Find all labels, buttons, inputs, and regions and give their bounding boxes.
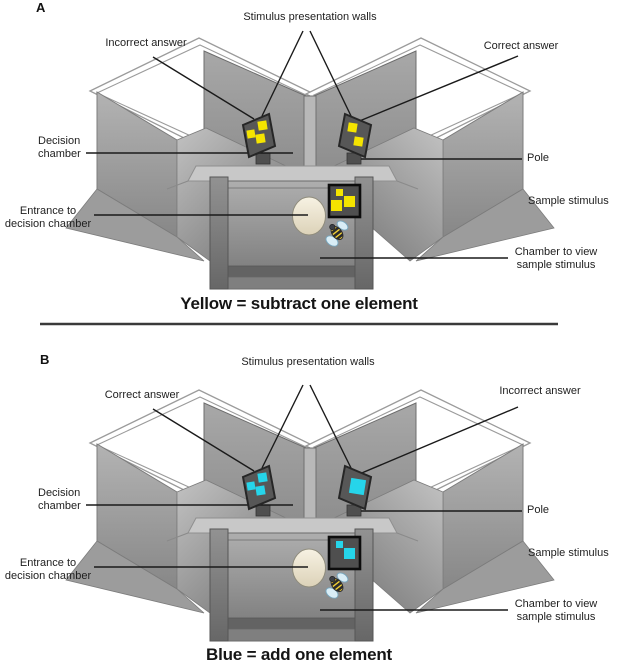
stimulus-square [255, 133, 266, 144]
panel-b-callout-lines [86, 384, 522, 611]
label-pole-b: Pole [527, 504, 550, 516]
panel-a-callout-lines [86, 30, 522, 259]
caption-a: Yellow = subtract one element [180, 294, 418, 313]
decision-card-right [337, 464, 373, 511]
label-incorrect-answer-a: Incorrect answer [105, 37, 187, 49]
panel-label-a: A [36, 0, 46, 15]
label-decision-chamber-a: Decision chamber [38, 135, 81, 160]
stimulus-square [246, 481, 256, 491]
panel-label-b: B [40, 352, 50, 367]
stimulus-square [257, 120, 268, 131]
label-correct-answer-b: Correct answer [104, 389, 180, 401]
stimulus-square [344, 548, 355, 559]
label-entrance-b: Entrance to decision chamber [4, 557, 92, 582]
label-entrance-a: Entrance to decision chamber [4, 205, 92, 230]
label-view-chamber-a: Chamber to view sample stimulus [514, 246, 598, 271]
sample-stimulus-card [327, 535, 362, 571]
stimulus-square [344, 196, 355, 207]
stimulus-square [255, 485, 266, 496]
label-decision-chamber-b: Decision chamber [38, 487, 81, 512]
label-incorrect-answer-b: Incorrect answer [499, 385, 581, 397]
panel-b-apparatus [65, 384, 555, 642]
stimulus-square [336, 189, 343, 196]
stimulus-square [257, 472, 268, 483]
label-stimulus-walls-b: Stimulus presentation walls [241, 356, 375, 368]
stimulus-square [331, 200, 342, 211]
label-stimulus-walls-a: Stimulus presentation walls [243, 11, 377, 23]
label-pole-a: Pole [527, 152, 550, 164]
label-sample-stimulus-b: Sample stimulus [528, 547, 609, 559]
label-correct-answer-a: Correct answer [483, 40, 559, 52]
caption-b: Blue = add one element [206, 645, 392, 664]
stimulus-square [246, 129, 256, 139]
decision-card-left [241, 112, 277, 159]
sample-stimulus-card [327, 183, 362, 219]
stimulus-square [353, 136, 364, 147]
label-sample-stimulus-a: Sample stimulus [528, 195, 609, 207]
label-view-chamber-b: Chamber to view sample stimulus [514, 598, 598, 623]
decision-card-right [337, 112, 373, 159]
panel-a-apparatus [65, 30, 555, 290]
stimulus-square [347, 122, 358, 133]
decision-card-left [241, 464, 277, 511]
stimulus-square [348, 477, 367, 496]
stimulus-square [336, 541, 343, 548]
